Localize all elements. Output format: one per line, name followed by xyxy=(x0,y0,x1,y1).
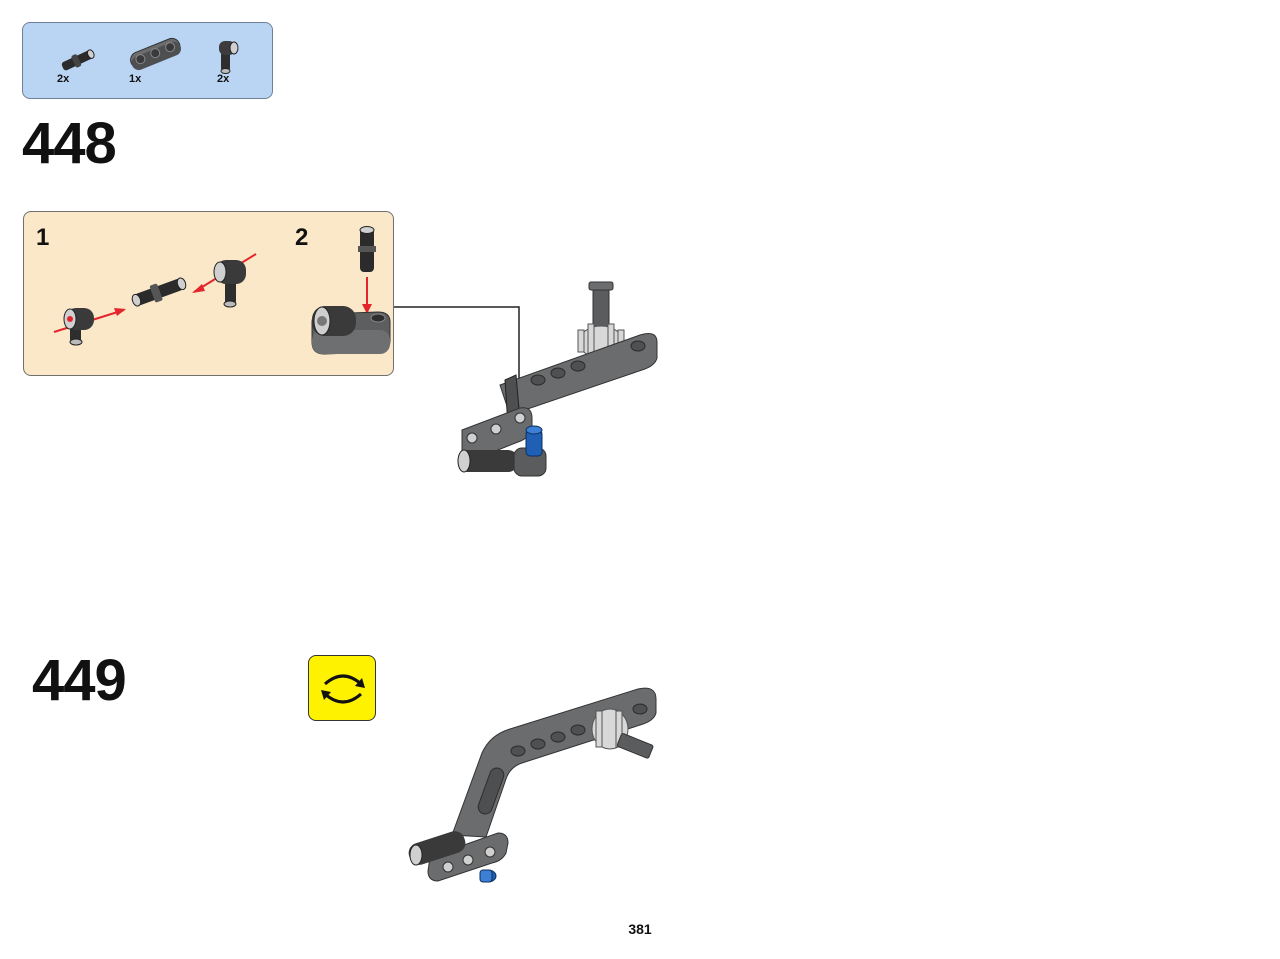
parts-list-box: 2x 1x 2x xyxy=(22,22,273,99)
substep-2-illustration xyxy=(311,226,391,355)
part-quantity: 1x xyxy=(129,73,142,85)
step-449-model-illustration xyxy=(408,687,657,883)
page-number: 381 xyxy=(628,921,652,937)
angle-connector-icon xyxy=(219,41,239,74)
sub-assembly-callout: 1 2 xyxy=(23,211,394,376)
beam-3-icon xyxy=(130,37,181,71)
rotate-model-icon xyxy=(308,655,376,721)
part-quantity: 2x xyxy=(217,73,230,85)
part-quantity: 2x xyxy=(57,73,70,85)
connector-pin-icon xyxy=(61,49,95,71)
substep-number: 2 xyxy=(295,224,309,251)
step-number: 449 xyxy=(32,648,127,713)
step-number: 448 xyxy=(22,111,117,176)
substep-number: 1 xyxy=(36,224,50,251)
substep-1-illustration xyxy=(53,253,257,346)
step-448-model-illustration xyxy=(457,281,658,477)
